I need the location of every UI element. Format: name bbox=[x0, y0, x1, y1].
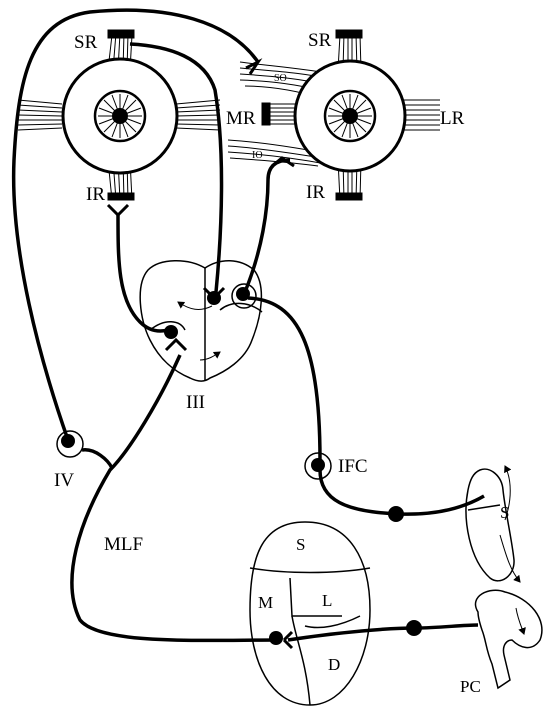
label-l-nucleus: L bbox=[322, 591, 332, 610]
label-pc: PC bbox=[460, 677, 481, 696]
mlf-tract bbox=[72, 355, 278, 640]
label-lr: LR bbox=[440, 108, 465, 129]
vestibular-nuclei bbox=[250, 522, 370, 705]
io-nerve bbox=[245, 160, 290, 292]
label-mr: MR bbox=[226, 108, 256, 129]
ifc-tract bbox=[248, 298, 320, 460]
iv-branch bbox=[82, 450, 112, 468]
label-ir-right: IR bbox=[306, 182, 325, 203]
oculomotor-nucleus bbox=[140, 261, 262, 381]
left-eye bbox=[18, 30, 220, 200]
label-d-nucleus: D bbox=[328, 655, 340, 674]
label-iii: III bbox=[186, 392, 205, 413]
label-sr-right: SR bbox=[308, 30, 332, 51]
label-so: SO bbox=[274, 73, 287, 84]
label-mlf: MLF bbox=[104, 534, 143, 555]
soma-rings bbox=[57, 284, 331, 479]
left-eye-lateral-muscle bbox=[176, 100, 220, 130]
label-io: IO bbox=[252, 150, 263, 161]
label-iv: IV bbox=[54, 470, 74, 491]
label-s-nucleus: S bbox=[296, 535, 305, 554]
left-eye-medial-muscle bbox=[18, 100, 62, 130]
semicircular-canal bbox=[466, 469, 514, 581]
right-eye-lr-muscle bbox=[402, 100, 440, 130]
label-sr-left: SR bbox=[74, 32, 98, 53]
right-eye bbox=[228, 30, 440, 200]
label-m-nucleus: M bbox=[258, 593, 273, 612]
label-ifc: IFC bbox=[338, 456, 368, 477]
label-s-canal: S bbox=[500, 503, 509, 522]
label-ir-left: IR bbox=[86, 184, 105, 205]
ir-nerve bbox=[118, 215, 168, 331]
posterior-canal bbox=[475, 590, 541, 688]
